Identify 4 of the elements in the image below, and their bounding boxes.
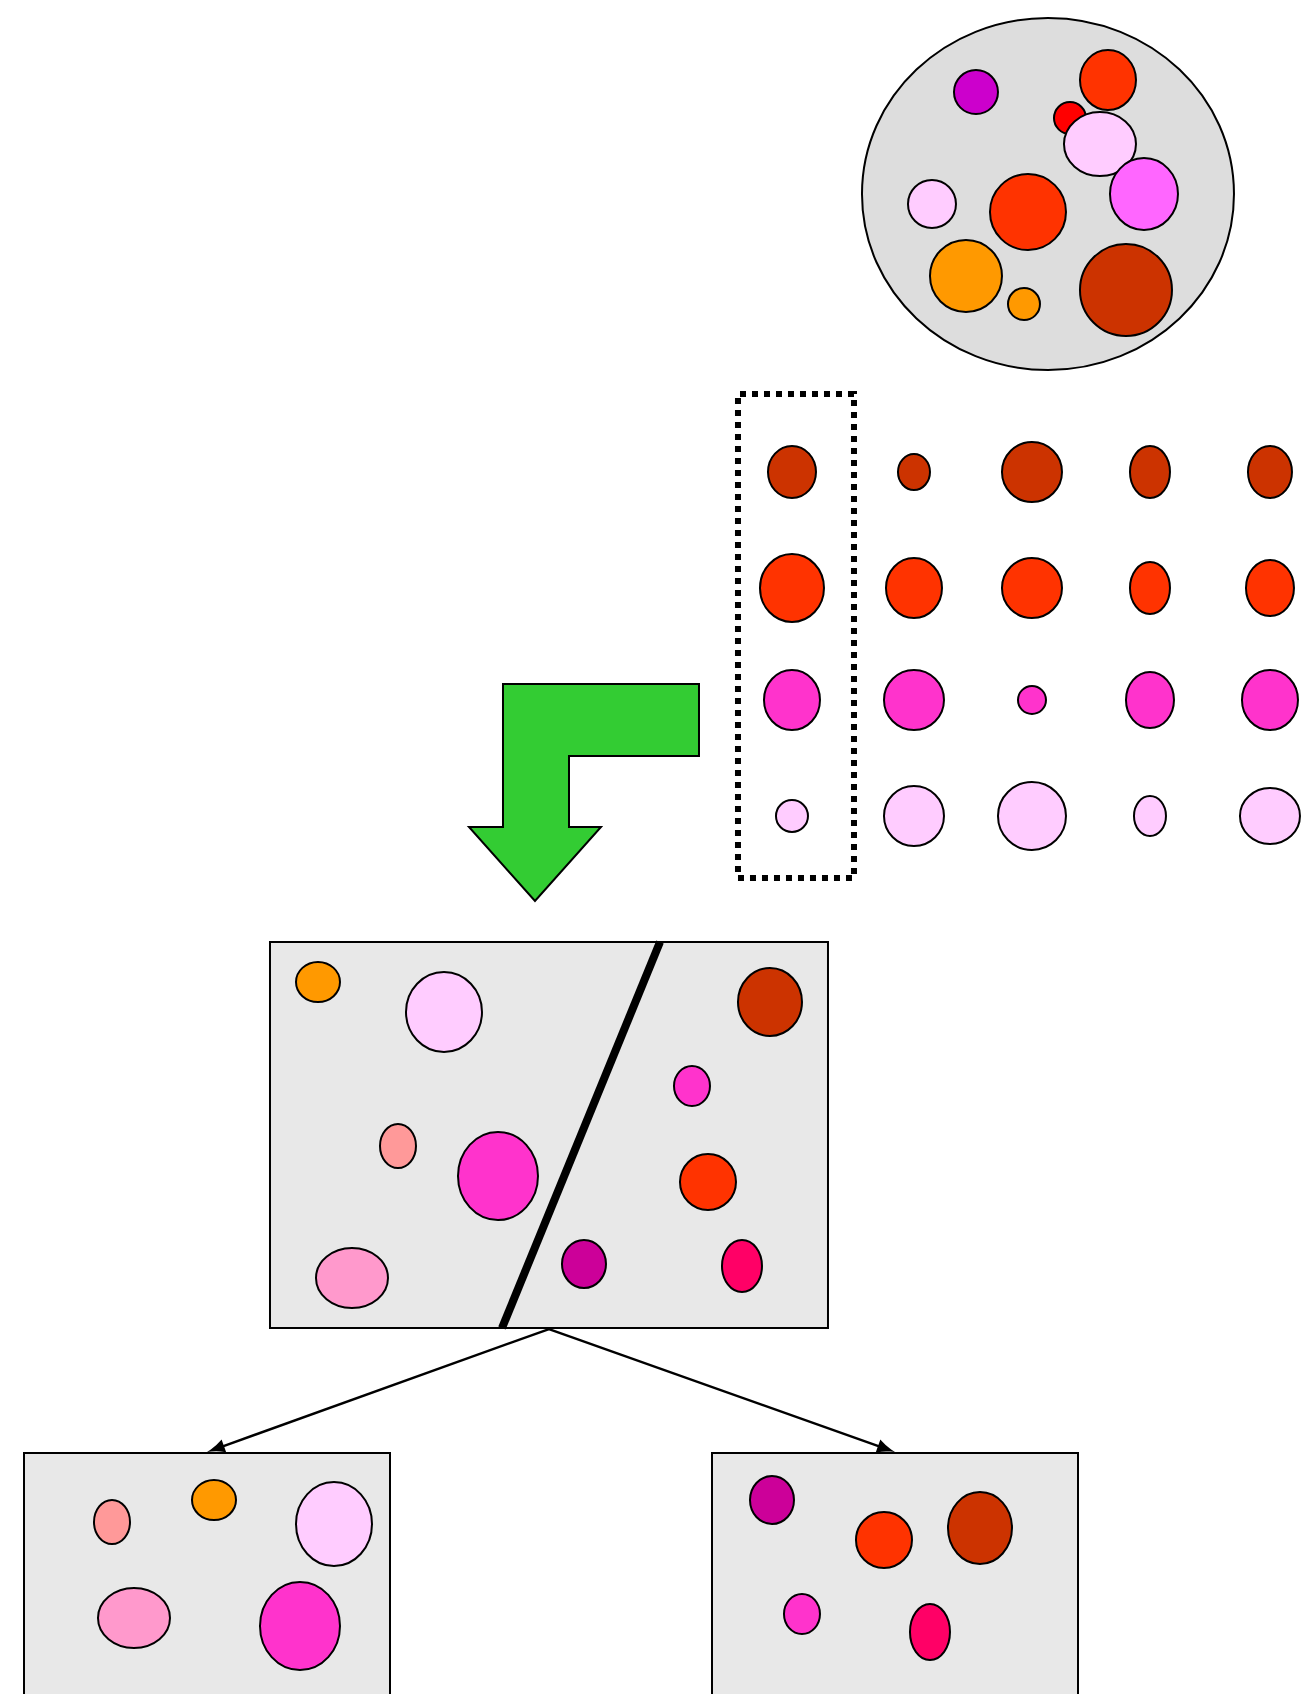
block-arrow (466, 683, 700, 903)
selection-box (735, 391, 857, 881)
arrow (210, 1327, 550, 1453)
arrow (548, 1327, 892, 1453)
